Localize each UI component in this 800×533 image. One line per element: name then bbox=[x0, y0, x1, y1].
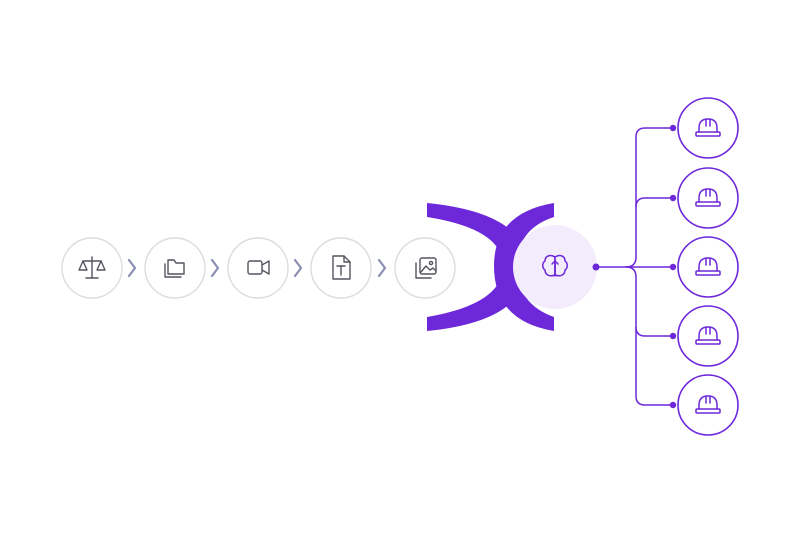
output-circle bbox=[677, 97, 739, 159]
output-circle bbox=[677, 374, 739, 436]
output-node-3 bbox=[677, 236, 739, 298]
output-circle bbox=[677, 305, 739, 367]
branch-2 bbox=[635, 197, 672, 208]
hard-hat-icon bbox=[695, 118, 721, 137]
folder-icon bbox=[164, 259, 185, 278]
text-document-icon bbox=[332, 255, 351, 280]
brain-icon bbox=[542, 254, 568, 277]
output-node-2 bbox=[677, 167, 739, 229]
output-node-5 bbox=[677, 374, 739, 436]
output-node-1 bbox=[677, 97, 739, 159]
hard-hat-icon bbox=[695, 326, 721, 345]
hard-hat-icon bbox=[695, 188, 721, 207]
pipeline-step-scales bbox=[61, 237, 123, 299]
brain-hub bbox=[513, 225, 597, 309]
step-circle bbox=[144, 237, 206, 299]
video-camera-icon bbox=[247, 260, 270, 275]
connector-tree bbox=[592, 124, 677, 409]
pipeline-step-video bbox=[227, 237, 289, 299]
output-circle bbox=[677, 236, 739, 298]
pipeline-step-folder bbox=[144, 237, 206, 299]
right-bracket bbox=[494, 203, 554, 331]
output-node-4 bbox=[677, 305, 739, 367]
chevron-right-icon bbox=[377, 258, 387, 278]
pipeline-step-text-document bbox=[310, 237, 372, 299]
branch-5 bbox=[625, 266, 672, 406]
chevron-right-icon bbox=[293, 258, 303, 278]
step-circle bbox=[227, 237, 289, 299]
x-bracket-logo bbox=[427, 203, 554, 331]
hard-hat-icon bbox=[695, 257, 721, 276]
pipeline-step-image bbox=[394, 237, 456, 299]
scales-icon bbox=[78, 256, 106, 279]
image-gallery-icon bbox=[415, 257, 437, 279]
branch-4 bbox=[635, 326, 672, 337]
output-circle bbox=[677, 167, 739, 229]
chevron-right-icon bbox=[210, 258, 220, 278]
hard-hat-icon bbox=[695, 395, 721, 414]
chevron-right-icon bbox=[127, 258, 137, 278]
